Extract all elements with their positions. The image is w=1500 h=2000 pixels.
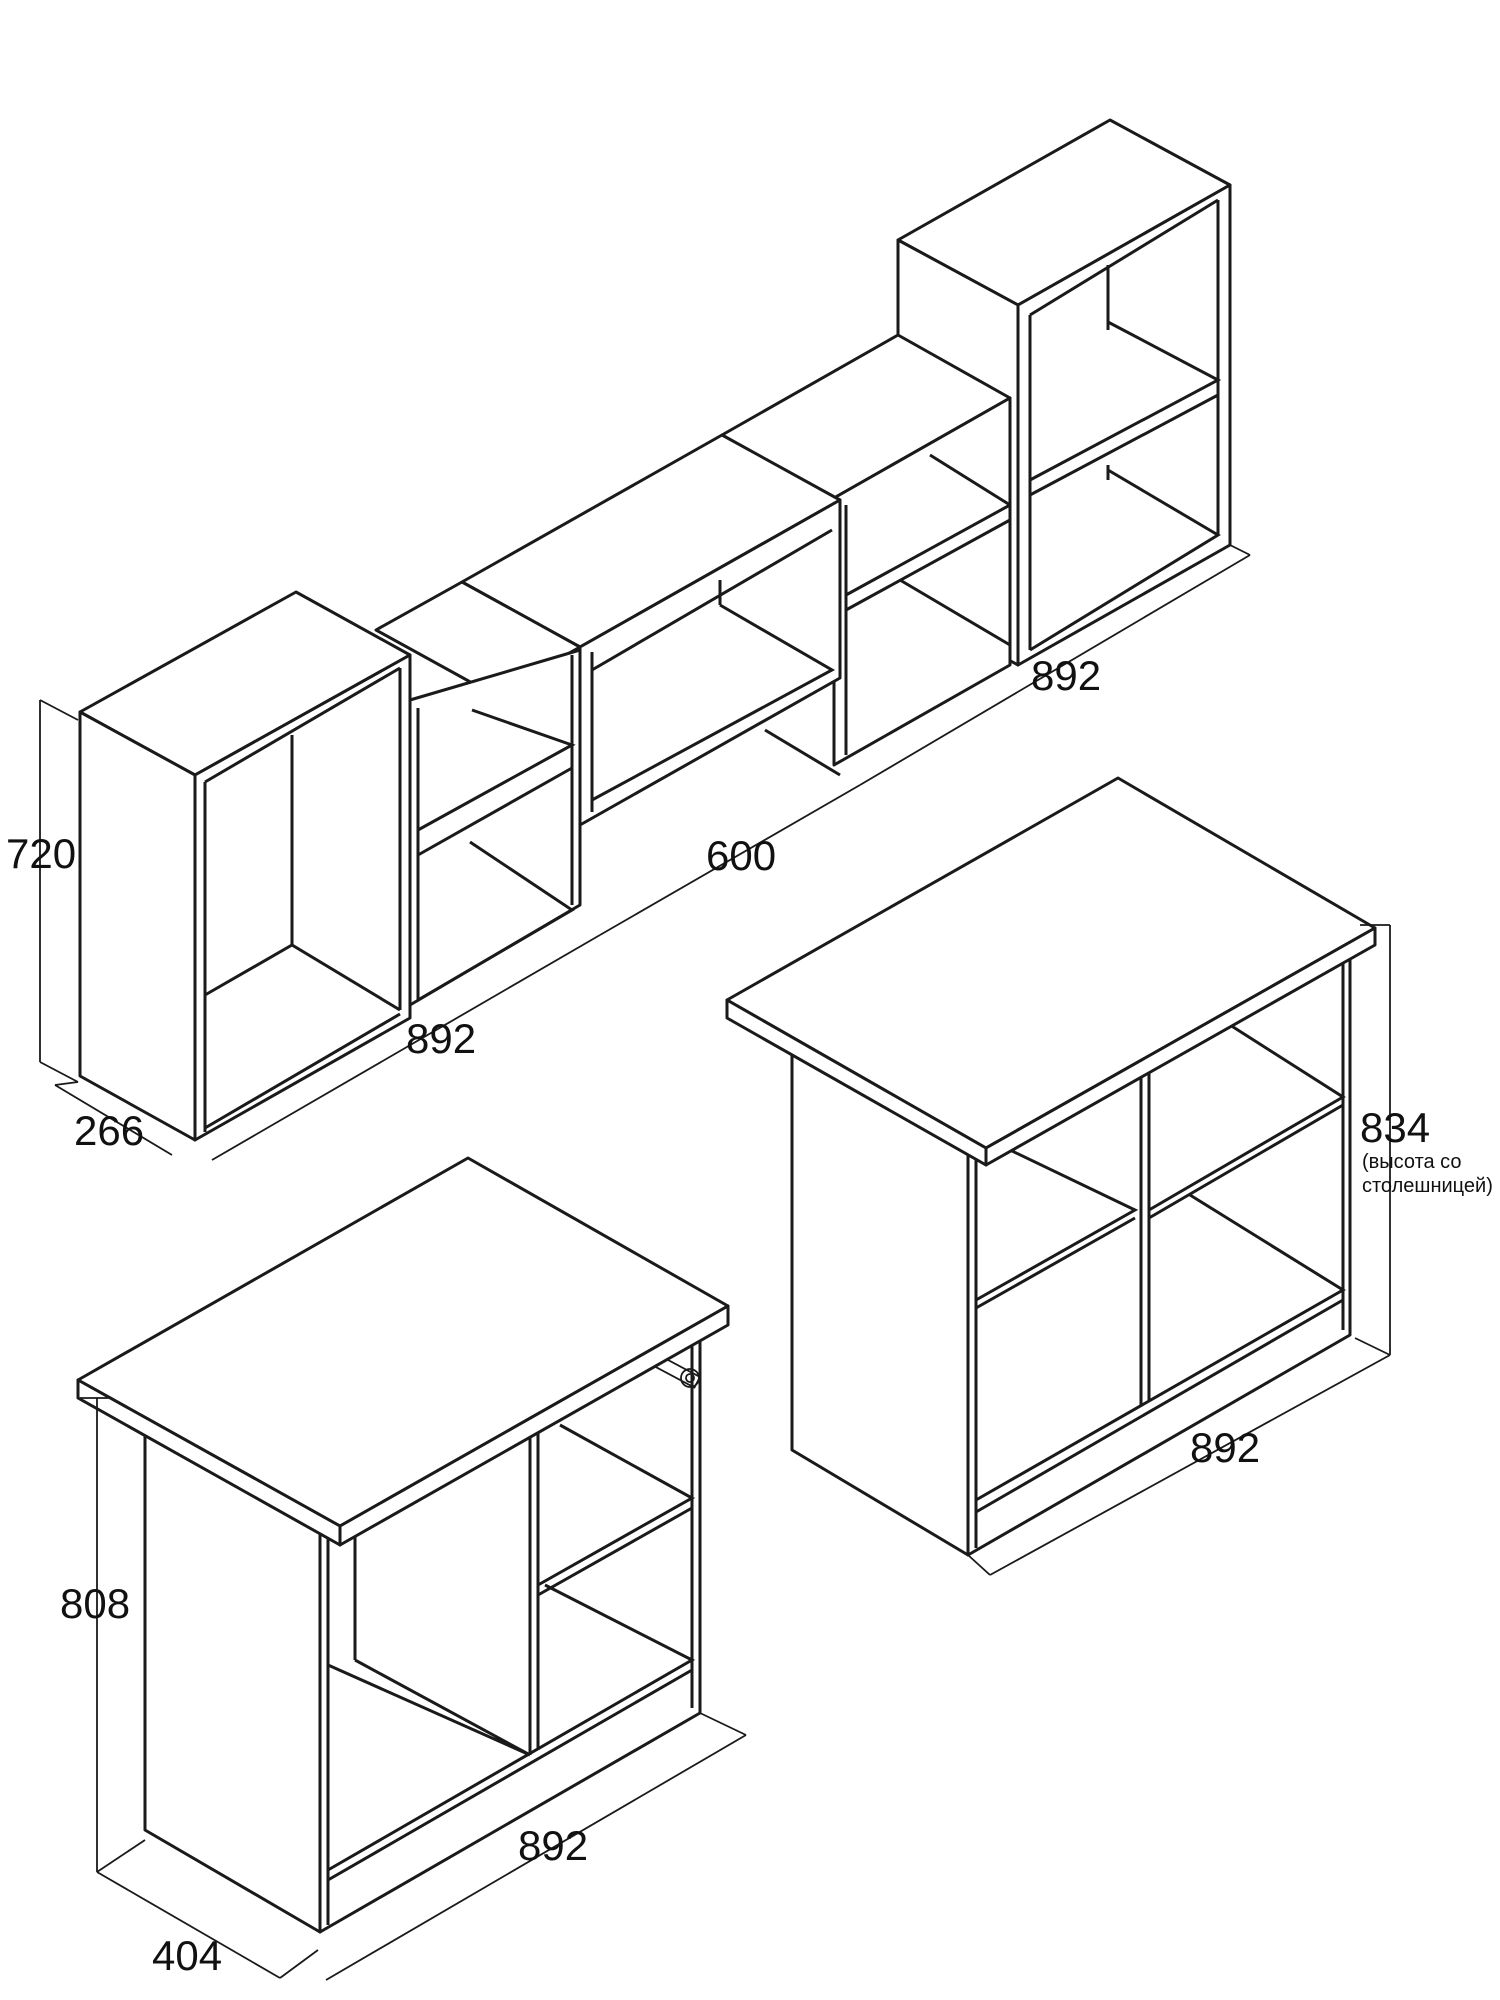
shelving-depth-label: 266 [74, 1107, 144, 1154]
right-island: 834 (высота со столешницей) 892 [725, 776, 1493, 1576]
shelving-width-left-label: 892 [406, 1015, 476, 1062]
shelving-height-label: 720 [6, 830, 76, 877]
right-island-height-label: 834 [1360, 1104, 1430, 1151]
right-island-width-label: 892 [1190, 1424, 1260, 1471]
left-middle-cube [374, 580, 582, 1007]
left-island-depth-label: 404 [152, 1932, 222, 1979]
front-left-cabinet [78, 590, 412, 1142]
shelving-width-right-label: 892 [1031, 652, 1101, 699]
shelving-dimension-lines [39, 544, 1251, 1161]
left-island-height-label: 808 [60, 1580, 130, 1627]
right-island-height-note-line1: (высота со [1362, 1151, 1462, 1173]
right-island-height-note-line2: столешницей) [1362, 1175, 1493, 1197]
shelving-width-middle-label: 600 [706, 832, 776, 879]
left-island-width-label: 892 [518, 1822, 588, 1869]
shelving-unit: 720 266 892 600 892 [6, 118, 1251, 1161]
left-island: 808 404 892 [60, 1156, 747, 1981]
right-low-cube [720, 333, 1012, 767]
